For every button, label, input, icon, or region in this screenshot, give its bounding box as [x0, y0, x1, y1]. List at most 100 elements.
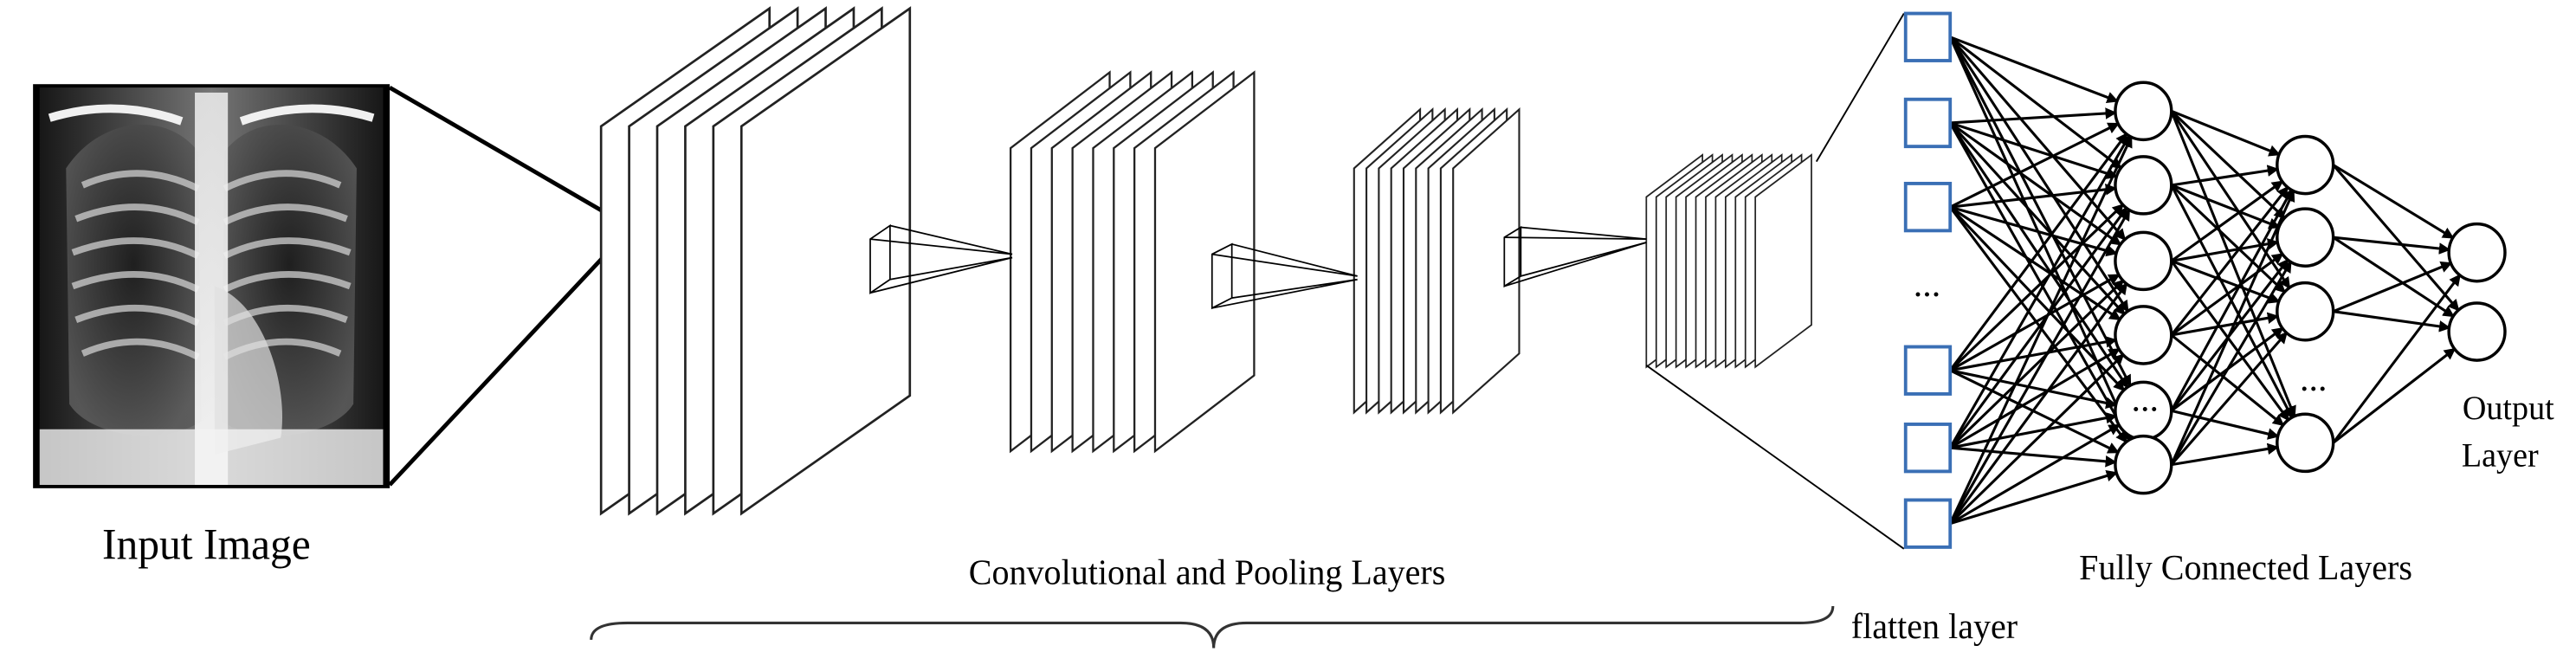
fc-edge	[2171, 109, 2281, 157]
fc-edge	[1949, 411, 2118, 449]
fc-edge	[1949, 347, 2121, 449]
flatten-node	[1903, 97, 1953, 149]
fc-edge	[2333, 261, 2453, 313]
fc-edge	[2332, 274, 2462, 444]
fc-edge	[1949, 274, 2121, 372]
fc-edge	[1949, 122, 2120, 209]
fc-edge	[2170, 184, 2286, 294]
flatten-ellipsis: ...	[1914, 264, 1940, 305]
hidden1-node	[2114, 305, 2173, 365]
chest-xray-image	[33, 84, 391, 488]
conv-feature-maps-3	[1353, 107, 1520, 415]
fc-edge	[1949, 206, 2127, 443]
hidden1-node	[2114, 434, 2173, 495]
fc-edge	[1949, 423, 2121, 526]
fc-edge	[1949, 336, 2118, 372]
fc-edge	[2170, 188, 2293, 412]
hidden1-node	[2114, 230, 2173, 292]
stack1-map-6	[739, 6, 912, 516]
fc-edge	[1949, 282, 2128, 525]
kernel-2	[1211, 242, 1358, 310]
fc-edge	[1948, 36, 2129, 313]
fc-edge	[2170, 260, 2292, 466]
kernel-3	[1503, 225, 1647, 288]
hidden1-ellipsis: ...	[2132, 378, 2159, 419]
input-image-label: Input Image	[102, 520, 311, 569]
fc-edge	[2332, 164, 2455, 240]
fc-edge	[2171, 312, 2280, 337]
fc-edge	[2332, 164, 2460, 312]
fc-edge	[2170, 180, 2284, 262]
output-layer-label-line1: Output	[2463, 391, 2554, 427]
fc-edge	[1949, 203, 2125, 371]
fc-edge	[1948, 208, 2131, 525]
fc-edge	[1948, 135, 2133, 525]
pool-feature-maps-4	[1645, 153, 1812, 369]
hidden2-ellipsis: ...	[2300, 358, 2327, 399]
hidden2-node	[2276, 207, 2335, 268]
output-layer-label-line2: Layer	[2462, 437, 2539, 474]
fc-edge	[1950, 107, 2117, 125]
flatten-node	[1903, 345, 1953, 396]
fc-edge	[1948, 36, 2132, 387]
fc-edge	[1949, 121, 2122, 246]
pool-feature-maps-2	[1009, 70, 1256, 454]
fc-edge	[1949, 353, 2125, 525]
flatten-projection-lines	[1645, 13, 1905, 550]
fc-edge	[2170, 110, 2296, 418]
stack3-map-9	[1452, 107, 1520, 415]
stack4-map-12	[1754, 153, 1812, 369]
fc-edge	[2170, 110, 2291, 289]
fc-edge	[2332, 236, 2455, 318]
fc-edge	[1948, 134, 2131, 449]
fc-edge	[1949, 121, 2119, 179]
fc-edge	[2171, 238, 2280, 262]
fc-edge	[1949, 36, 2127, 242]
fc-edge	[2170, 331, 2288, 466]
stack2-map-8	[1153, 70, 1256, 454]
hidden2-node	[2276, 134, 2335, 196]
fc-edge	[1948, 122, 2131, 442]
fc-edge	[1949, 36, 2119, 103]
flatten-node	[1903, 423, 1953, 474]
fc-layers-label: Fully Connected Layers	[2079, 547, 2412, 586]
flatten-node	[1903, 181, 1953, 233]
fc-edge	[2170, 333, 2285, 427]
hidden2-node	[2276, 281, 2335, 342]
fc-edge	[1948, 36, 2134, 441]
fc-edge	[2170, 110, 2286, 220]
fc-edge	[2170, 253, 2284, 337]
kernel-projections	[869, 223, 1647, 310]
fc-edge	[2333, 310, 2451, 332]
hidden2-node	[2276, 412, 2335, 474]
flatten-node	[1903, 498, 1953, 549]
fc-edge	[1949, 132, 2127, 371]
conv-feature-maps-1	[599, 6, 912, 516]
input-projection-lines	[388, 85, 606, 487]
fc-edge	[1949, 279, 2125, 449]
fc-edge	[1949, 36, 2122, 170]
fc-edge	[2171, 409, 2280, 440]
fc-edge	[1950, 446, 2117, 468]
fc-edge	[1949, 205, 2121, 321]
output-node	[2447, 301, 2507, 362]
fc-edge	[1949, 369, 2118, 410]
fc-edge	[2171, 165, 2280, 187]
kernel-1	[869, 223, 1013, 294]
fc-edge	[2170, 260, 2290, 422]
fc-connections	[1948, 36, 2462, 526]
conv-pool-brace	[590, 605, 1835, 649]
flatten-layer-label: flatten layer	[1851, 607, 2018, 646]
fc-edge	[2170, 185, 2289, 336]
fc-edge	[2171, 442, 2280, 467]
hidden1-node	[2114, 81, 2173, 142]
fc-edge	[2170, 189, 2295, 466]
conv-pool-label: Convolutional and Pooling Layers	[969, 552, 1446, 591]
fc-edge	[2333, 236, 2451, 255]
fc-edge	[1949, 121, 2126, 316]
fc-nodes	[1903, 11, 2507, 549]
output-node	[2447, 222, 2507, 283]
hidden1-node	[2114, 155, 2173, 216]
flatten-node	[1903, 11, 1953, 62]
